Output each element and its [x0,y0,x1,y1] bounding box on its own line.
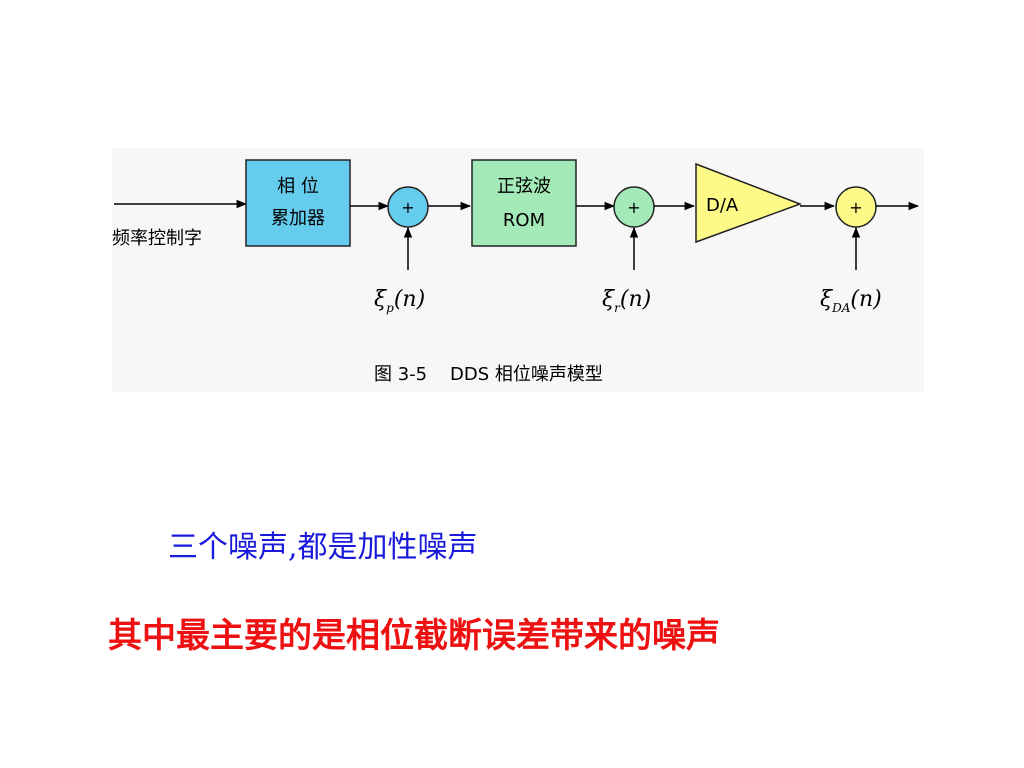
dds-noise-model-figure: 频率控制字 相 位 累加器 + ξp(n) 正弦波 ROM + ξr(n) D/… [112,148,924,392]
da-converter-block [695,162,803,244]
summer-3-plus: + [849,198,862,217]
sine-rom-block [471,159,577,247]
noise-p-label: ξp(n) [374,287,425,315]
rom-label-line2: ROM [503,210,545,231]
noise-r-label: ξr(n) [602,287,651,315]
additive-noise-note: 三个噪声,都是加性噪声 [168,530,478,565]
accumulator-label-line1: 相 位 [277,176,319,197]
rom-label-line1: 正弦波 [497,176,551,197]
phase-accumulator-block [245,159,351,247]
input-label: 频率控制字 [112,228,202,249]
figure-caption: 图 3-5 DDS 相位噪声模型 [374,364,603,385]
noise-da-label: ξDA(n) [820,287,882,315]
accumulator-label-line2: 累加器 [271,208,325,229]
summer-2-plus: + [627,198,640,217]
block-diagram: 频率控制字 相 位 累加器 + ξp(n) 正弦波 ROM + ξr(n) D/… [112,159,920,385]
da-label: D/A [706,195,739,216]
summer-1-plus: + [401,198,414,217]
main-noise-note: 其中最主要的是相位截断误差带来的噪声 [108,616,720,656]
